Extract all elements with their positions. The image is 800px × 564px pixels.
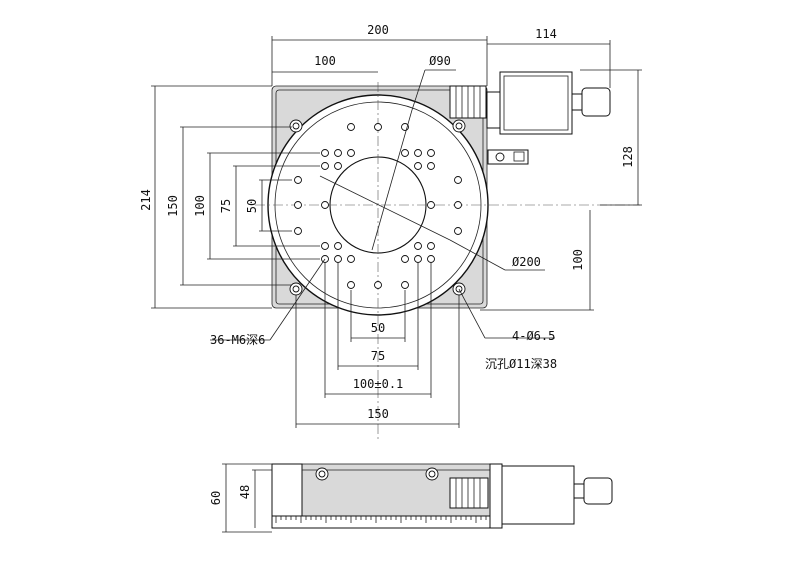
dim-75-left: 75: [219, 199, 233, 213]
dim-150-bottom: 150: [367, 407, 389, 421]
dim-100-top: 100: [314, 54, 336, 68]
label-counterbore: 沉孔Ø11深38: [485, 357, 557, 371]
top-view: 200 114 100 Ø90 214 150 100 75 50: [139, 23, 642, 440]
threaded-holes: [294, 123, 462, 289]
dim-114: 114: [535, 27, 557, 41]
dim-128: 128: [621, 146, 635, 168]
dim-100-left: 100: [193, 195, 207, 217]
dim-60: 60: [209, 491, 223, 505]
dim-dia-200: Ø200: [512, 255, 541, 269]
motor-top: [449, 71, 611, 165]
dim-100-bottom: 100±0.1: [353, 377, 404, 391]
side-view: 60 48: [209, 463, 613, 533]
dim-50-left: 50: [245, 199, 259, 213]
dim-50-bottom: 50: [371, 321, 385, 335]
dim-100-right: 100: [571, 249, 585, 271]
dim-150-left: 150: [166, 195, 180, 217]
dim-214: 214: [139, 189, 153, 211]
dim-dia-90: Ø90: [429, 54, 451, 68]
label-mount-holes: 4-Ø6.5: [512, 329, 555, 343]
dim-48: 48: [238, 485, 252, 499]
dim-75-bottom: 75: [371, 349, 385, 363]
dim-200: 200: [367, 23, 389, 37]
label-thread-holes: 36-M6深6: [210, 333, 265, 347]
